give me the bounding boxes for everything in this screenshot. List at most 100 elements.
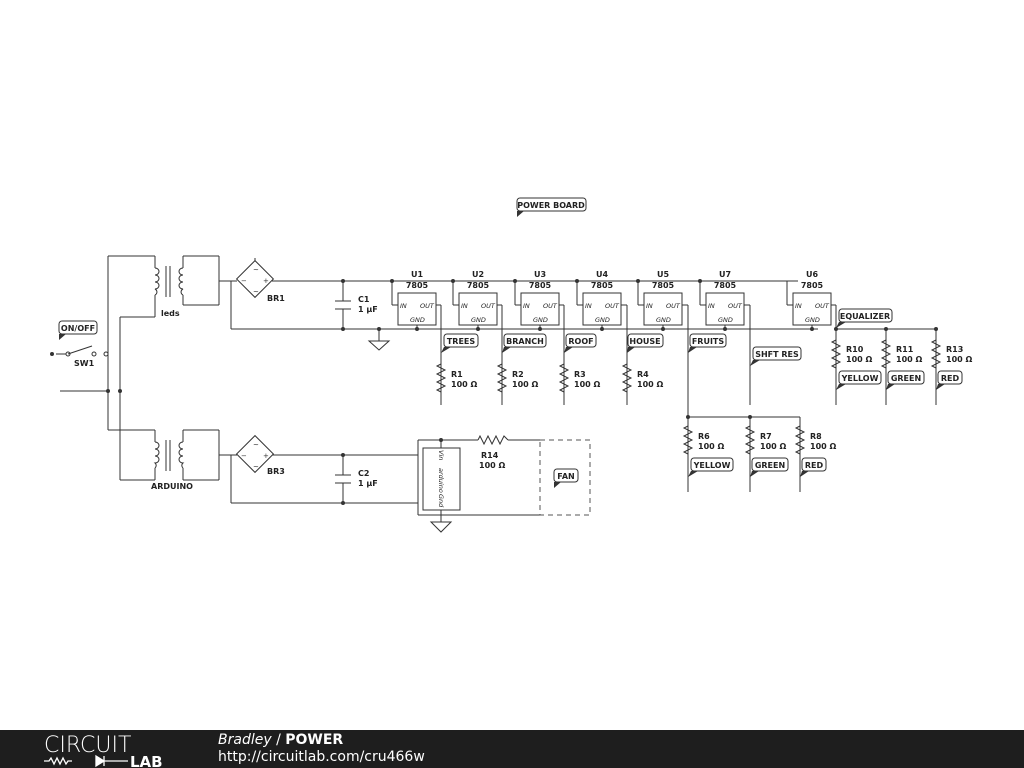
resistors <box>435 339 942 455</box>
svg-text:~: ~ <box>253 463 259 471</box>
part-u1: 7805 <box>406 281 429 290</box>
title-separator: / <box>271 732 286 748</box>
label-yellow: YELLOW <box>693 461 731 470</box>
ref-u3: U3 <box>534 270 546 279</box>
author-link[interactable]: Bradley <box>218 732 272 748</box>
label-roof: ROOF <box>568 337 593 346</box>
pin-out: OUT <box>728 302 743 310</box>
value-r2: 100 Ω <box>512 380 538 389</box>
label-red: RED <box>941 374 960 383</box>
pin-gnd: GND <box>656 316 671 324</box>
arduino-block <box>422 447 461 511</box>
ref-r13: R13 <box>946 345 963 354</box>
net-label-flags <box>59 211 945 488</box>
logo-wordmark-bottom: LAB <box>130 753 163 768</box>
ref-u1: U1 <box>411 270 423 279</box>
bridge-br1: ~ + − ~ <box>235 259 275 299</box>
footer-bar: CIRCUIT LAB Bradley / POWER http://circu… <box>0 730 1024 768</box>
label-house: HOUSE <box>629 337 660 346</box>
ref-transformer-arduino: ARDUINO <box>151 482 193 491</box>
label-fan: FAN <box>557 472 574 481</box>
pin-in: IN <box>795 302 802 310</box>
pin-out: OUT <box>815 302 830 310</box>
pin-in: IN <box>400 302 407 310</box>
ref-r10: R10 <box>846 345 864 354</box>
pin-in: IN <box>708 302 715 310</box>
svg-text:−: − <box>241 452 247 460</box>
project-title[interactable]: POWER <box>285 732 344 748</box>
label-shft-res: SHFT RES <box>755 350 799 359</box>
junctions <box>106 279 938 505</box>
value-r6: 100 Ω <box>698 442 724 451</box>
ref-br1: BR1 <box>267 294 285 303</box>
label-on-off: ON/OFF <box>61 324 95 333</box>
switch-sw1 <box>50 345 109 357</box>
ref-u2: U2 <box>472 270 484 279</box>
ref-r7: R7 <box>760 432 772 441</box>
label-trees: TREES <box>447 337 476 346</box>
part-u5: 7805 <box>652 281 675 290</box>
ref-r2: R2 <box>512 370 524 379</box>
svg-text:−: − <box>241 277 247 285</box>
label-fruits: FRUITS <box>692 337 725 346</box>
ground-icon <box>429 521 453 533</box>
bridge-br3: ~ + − ~ <box>235 434 275 474</box>
value-r3: 100 Ω <box>574 380 600 389</box>
part-u4: 7805 <box>591 281 614 290</box>
value-r13: 100 Ω <box>946 355 972 364</box>
ref-transformer-leds: leds <box>161 309 180 318</box>
svg-text:~: ~ <box>253 441 259 449</box>
value-r8: 100 Ω <box>810 442 836 451</box>
pin-out: OUT <box>666 302 681 310</box>
pin-gnd: GND <box>718 316 733 324</box>
pin-gnd: GND <box>471 316 486 324</box>
ref-r8: R8 <box>810 432 822 441</box>
svg-text:+: + <box>263 277 269 285</box>
arduino-name: arduino <box>437 468 445 493</box>
logo-wordmark-top: CIRCUIT <box>44 733 131 758</box>
circuitlab-logo[interactable]: CIRCUIT LAB <box>0 730 200 768</box>
ref-r1: R1 <box>451 370 463 379</box>
pin-gnd: GND <box>595 316 610 324</box>
pin-in: IN <box>523 302 530 310</box>
label-yellow: YELLOW <box>841 374 879 383</box>
part-u2: 7805 <box>467 281 490 290</box>
pin-out: OUT <box>420 302 435 310</box>
ref-r6: R6 <box>698 432 710 441</box>
ref-br3: BR3 <box>267 467 285 476</box>
project-url[interactable]: http://circuitlab.com/cru466w <box>218 749 425 765</box>
ref-u4: U4 <box>596 270 608 279</box>
ref-r14: R14 <box>481 451 499 460</box>
value-r14: 100 Ω <box>479 461 505 470</box>
value-c1: 1 µF <box>358 305 378 314</box>
ref-u5: U5 <box>657 270 669 279</box>
value-r11: 100 Ω <box>896 355 922 364</box>
transformer-leds <box>154 266 184 297</box>
label-green: GREEN <box>755 461 785 470</box>
label-branch: BRANCH <box>506 337 544 346</box>
part-u6: 7805 <box>801 281 824 290</box>
resistor-diode-icon <box>44 754 128 768</box>
transformer-arduino <box>153 440 185 471</box>
label-equalizer: EQUALIZER <box>840 312 890 321</box>
ref-r3: R3 <box>574 370 586 379</box>
regulators <box>397 292 832 329</box>
ref-u6: U6 <box>806 270 818 279</box>
pin-gnd: GND <box>533 316 548 324</box>
label-power-board: POWER BOARD <box>517 201 585 210</box>
pin-gnd: GND <box>410 316 425 324</box>
svg-text:+: + <box>263 452 269 460</box>
svg-text:~: ~ <box>253 288 259 296</box>
pin-in: IN <box>585 302 592 310</box>
ref-r4: R4 <box>637 370 649 379</box>
label-green: GREEN <box>891 374 921 383</box>
value-r1: 100 Ω <box>451 380 477 389</box>
part-u3: 7805 <box>529 281 552 290</box>
ref-u7: U7 <box>719 270 731 279</box>
value-c2: 1 µF <box>358 479 378 488</box>
svg-text:~: ~ <box>253 266 259 274</box>
ref-r11: R11 <box>896 345 914 354</box>
schematic-canvas: ~ + − ~ ~ + − ~ <box>50 197 972 533</box>
pin-out: OUT <box>543 302 558 310</box>
pin-out: OUT <box>481 302 496 310</box>
